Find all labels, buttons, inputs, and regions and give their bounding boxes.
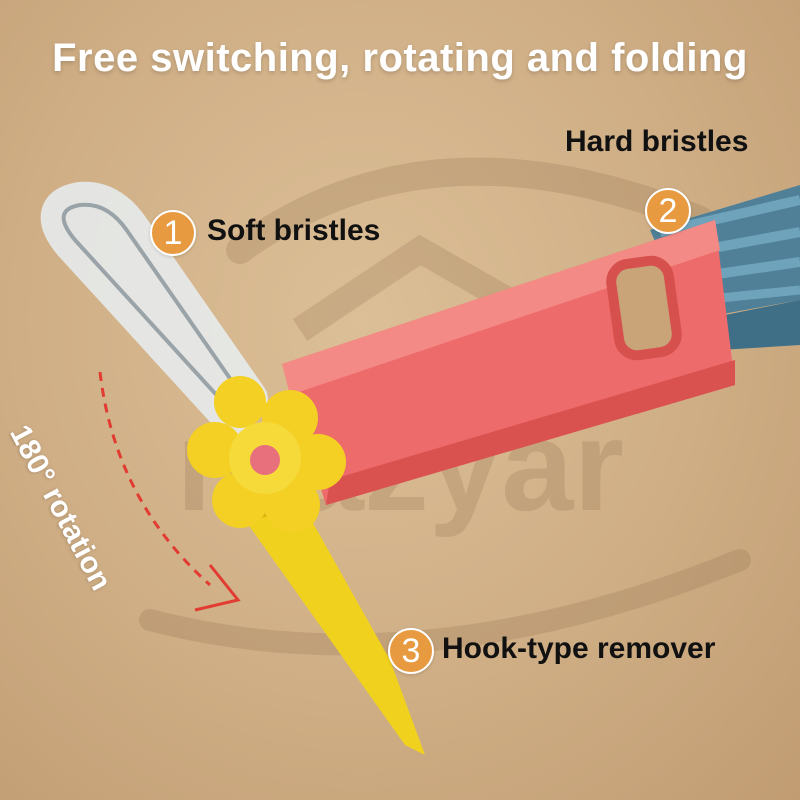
- feature-1-badge: 1: [150, 210, 196, 256]
- feature-2-label: Hard bristles: [565, 125, 749, 158]
- rotation-arrow: [98, 371, 241, 612]
- feature-2-badge: 2: [645, 188, 691, 234]
- soft-bristles: [40, 181, 268, 435]
- hook-remover: [245, 500, 425, 755]
- flower-hinge: [187, 376, 346, 533]
- feature-3-badge: 3: [388, 628, 434, 674]
- brush-handle: [282, 220, 735, 505]
- feature-1-label: Soft bristles: [207, 214, 381, 247]
- headline: Free switching, rotating and folding: [52, 36, 748, 80]
- feature-3-label: Hook-type remover: [442, 632, 716, 665]
